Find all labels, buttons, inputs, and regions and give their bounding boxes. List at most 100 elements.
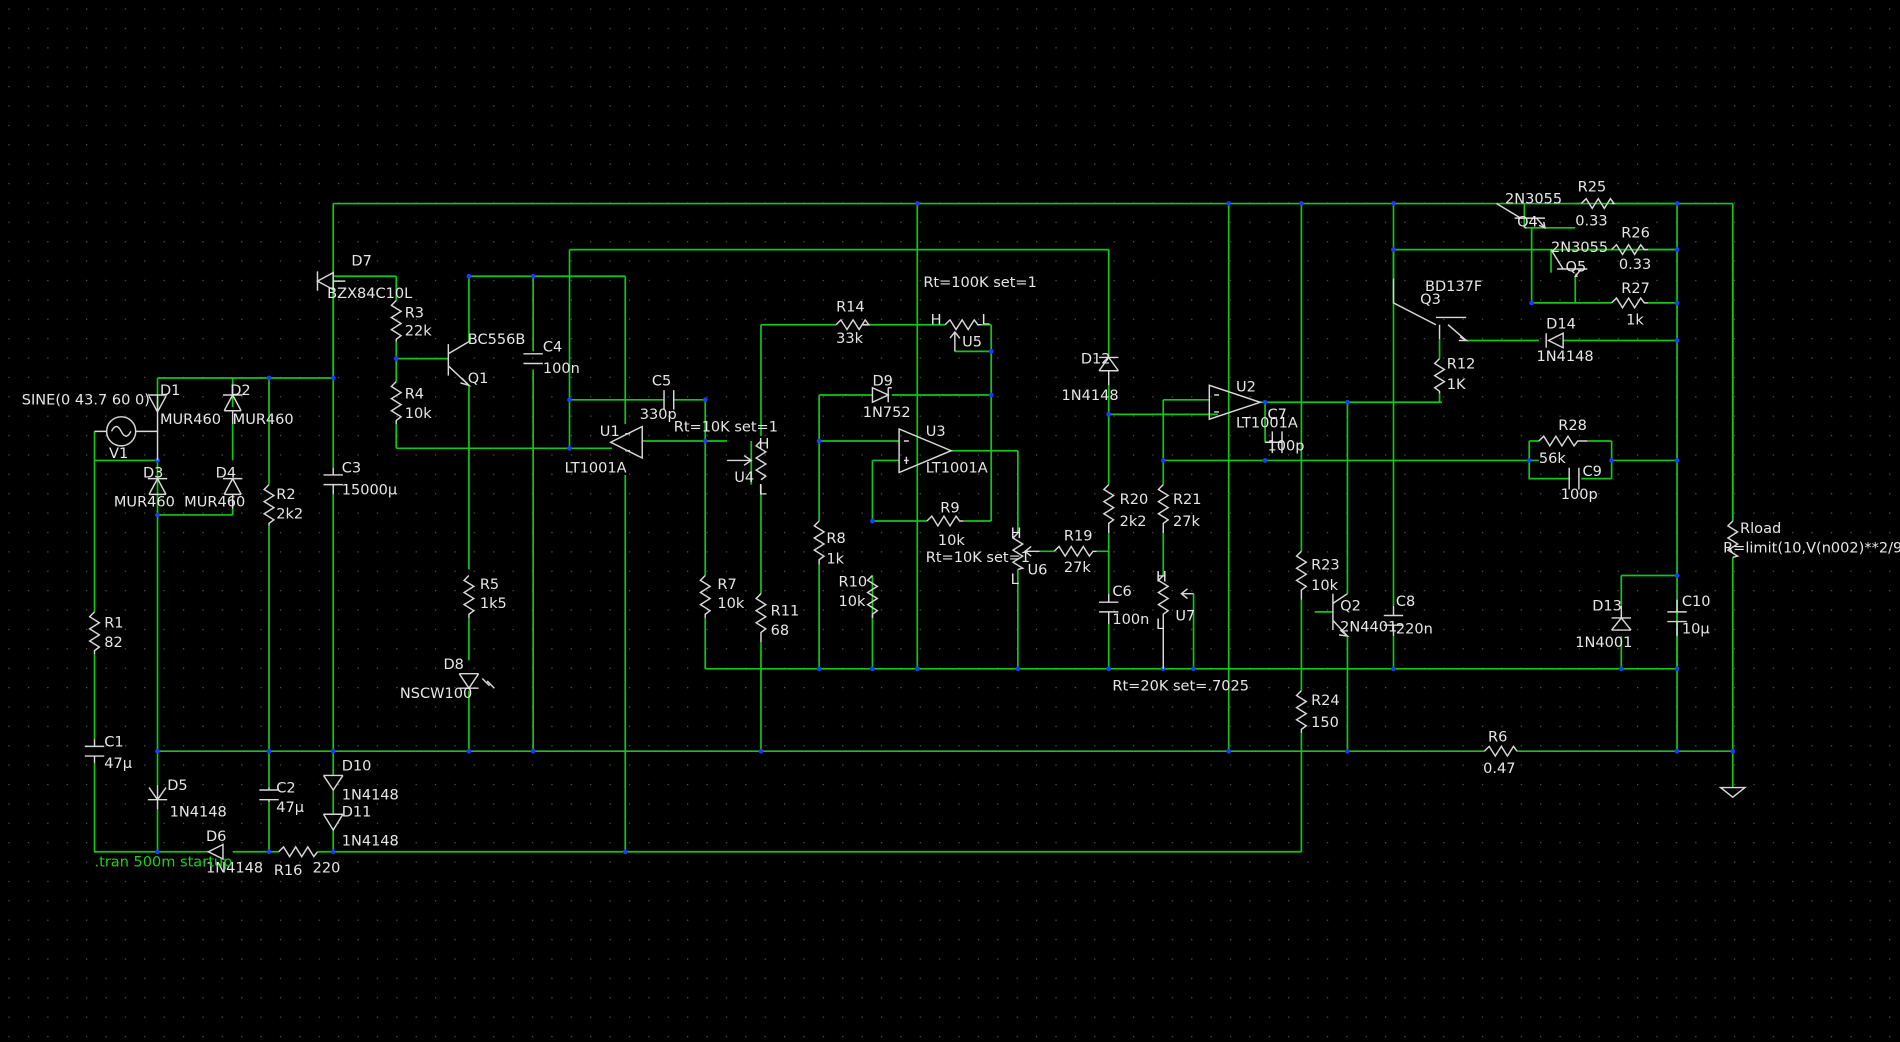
diode-d13[interactable] (1611, 605, 1632, 631)
label-q5: Q5 (1566, 259, 1587, 275)
label-r23-value: 10k (1311, 578, 1338, 594)
label-d13: D13 (1592, 599, 1622, 615)
label-u3: U3 (926, 424, 946, 440)
zener-d9[interactable] (871, 386, 892, 404)
label-r6-value: 0.47 (1483, 761, 1515, 777)
potentiometer-u4[interactable] (727, 440, 768, 481)
label-u5-h: H (931, 313, 942, 329)
resistor-r9[interactable] (926, 514, 964, 528)
resistor-r11[interactable] (754, 593, 768, 643)
label-r27-value: 1k (1626, 313, 1644, 329)
label-r4: R4 (405, 387, 424, 403)
resistor-r10[interactable] (866, 575, 879, 618)
label-r28: R28 (1558, 418, 1587, 434)
spice-directive[interactable]: .tran 500m startup (95, 854, 233, 870)
diode-d1[interactable] (147, 394, 168, 461)
resistor-rload[interactable] (1726, 520, 1740, 559)
label-u7-value: Rt=20K set=.7025 (1112, 679, 1249, 695)
transistor-q2[interactable] (1332, 593, 1350, 638)
voltage-source-v1[interactable] (94, 416, 158, 447)
potentiometer-u6[interactable] (1011, 532, 1040, 571)
diode-d3[interactable] (147, 477, 168, 496)
resistor-r23[interactable] (1295, 550, 1308, 600)
resistor-r7[interactable] (699, 575, 712, 618)
label-u6-l: L (1011, 572, 1020, 588)
label-d9: D9 (872, 373, 892, 389)
diode-d4[interactable] (222, 477, 243, 509)
capacitor-c5[interactable] (663, 390, 675, 410)
label-d14-value: 1N4148 (1536, 349, 1593, 365)
resistor-r16[interactable] (278, 845, 319, 858)
transistor-q3[interactable] (1392, 278, 1469, 342)
resistor-r26[interactable] (1611, 243, 1648, 256)
opamp-u3[interactable] (898, 427, 954, 474)
resistor-r12[interactable] (1433, 358, 1446, 394)
transistor-q1[interactable] (447, 341, 472, 387)
label-r20-value: 2k2 (1120, 514, 1147, 530)
label-u5-value: Rt=100K set=1 (923, 275, 1036, 291)
label-r12-value: 1K (1447, 377, 1466, 393)
label-c8: C8 (1396, 594, 1415, 610)
resistor-r1[interactable] (88, 611, 101, 655)
resistor-r28[interactable] (1538, 434, 1588, 448)
resistor-r5[interactable] (462, 575, 476, 618)
diode-d6[interactable] (206, 843, 224, 861)
label-r16-value: 220 (313, 860, 341, 876)
resistor-r6[interactable] (1483, 744, 1518, 758)
led-d8[interactable] (458, 672, 495, 690)
resistor-r3[interactable] (390, 299, 403, 342)
label-c4: C4 (543, 339, 562, 355)
resistor-r27[interactable] (1611, 296, 1648, 310)
wires (93, 202, 1734, 853)
label-r9: R9 (940, 501, 959, 517)
diode-d10[interactable] (322, 774, 344, 792)
label-d12-value: 1N4148 (1061, 388, 1118, 404)
resistor-r8[interactable] (812, 520, 826, 565)
capacitor-c6[interactable] (1099, 593, 1119, 624)
resistor-r4[interactable] (390, 381, 403, 425)
diode-d2[interactable] (222, 394, 243, 425)
capacitor-c4[interactable] (523, 353, 543, 365)
zener-d7[interactable] (315, 271, 346, 291)
resistor-r14[interactable] (835, 318, 871, 331)
capacitor-c9[interactable] (1568, 467, 1580, 490)
label-c1: C1 (104, 734, 123, 750)
resistor-r25[interactable] (1580, 197, 1616, 210)
diode-d5[interactable] (147, 785, 168, 810)
label-u4: U4 (734, 470, 754, 486)
label-d11: D11 (342, 805, 372, 821)
label-q3: Q3 (1420, 292, 1441, 308)
label-d4-value: MUR460 (184, 494, 245, 510)
resistor-r24[interactable] (1295, 690, 1308, 734)
diode-d11[interactable] (322, 813, 344, 832)
label-q4-value: 2N3055 (1505, 192, 1562, 208)
resistor-r19[interactable] (1053, 545, 1097, 558)
opamp-u1[interactable] (609, 425, 643, 460)
transistor-q4[interactable] (1496, 202, 1546, 229)
capacitor-c10[interactable] (1667, 599, 1687, 637)
label-r11-value: 68 (771, 623, 790, 639)
diode-d12[interactable] (1098, 356, 1120, 386)
diode-d14[interactable] (1545, 332, 1564, 349)
label-u6-h: H (1011, 526, 1022, 542)
capacitor-c8[interactable] (1383, 605, 1404, 637)
label-u1: U1 (600, 424, 620, 440)
label-r6: R6 (1488, 730, 1507, 746)
capacitor-c1[interactable] (84, 739, 105, 764)
potentiometer-u5[interactable] (944, 318, 982, 352)
label-c6: C6 (1112, 584, 1131, 600)
potentiometer-u7[interactable] (1157, 575, 1194, 669)
label-c2: C2 (276, 780, 295, 796)
resistor-r20[interactable] (1102, 484, 1115, 534)
capacitor-c7[interactable] (1265, 431, 1283, 454)
resistor-r2[interactable] (262, 484, 276, 526)
label-c4-value: 100n (543, 361, 580, 377)
label-r27: R27 (1621, 281, 1650, 297)
resistor-r21[interactable] (1157, 484, 1170, 534)
label-d10-value: 1N4148 (342, 788, 399, 804)
transistor-q5[interactable] (1550, 249, 1588, 277)
capacitor-c3[interactable] (323, 467, 343, 495)
capacitor-c2[interactable] (259, 787, 279, 803)
opamp-u2[interactable] (1208, 384, 1263, 421)
